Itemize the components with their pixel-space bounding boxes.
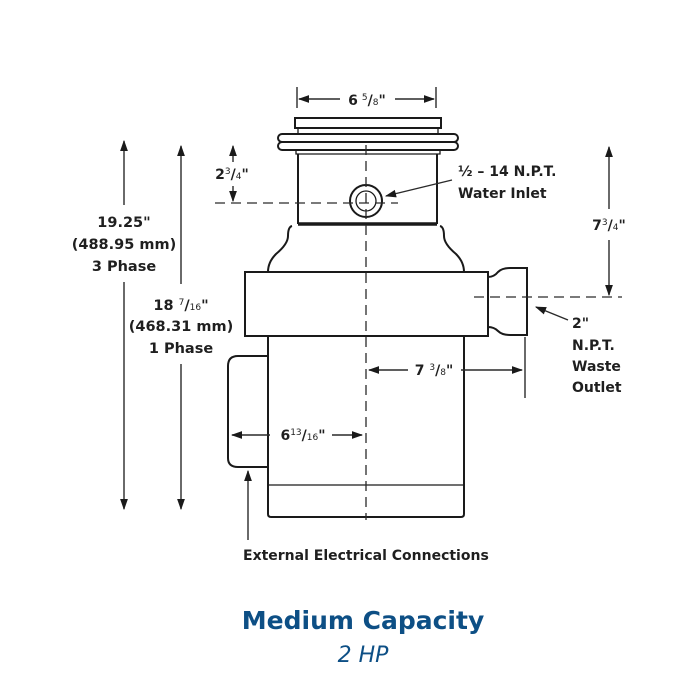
water-inlet-callout: ½ – 14 N.P.T. Water Inlet [384,164,556,202]
dim-1phase-mm: (468.31 mm) [129,319,233,335]
electrical-box [227,355,268,468]
dim-outlet-height: 73/4" [592,145,626,297]
dim-1phase-label: 1 Phase [149,341,214,357]
dim-overall-3phase: 19.25" (488.95 mm) 3 Phase [72,139,176,511]
waste-outlet-label-1: 2" [572,316,589,332]
electrical-label: External Electrical Connections [243,548,489,564]
water-inlet-label-2: Water Inlet [458,186,547,202]
dim-inlet-height: 23/4" [215,144,249,203]
waste-outlet-label-2: N.P.T. [572,338,615,354]
dim-1phase-value: 18 7/16" [153,298,208,314]
dim-electrical-reach-label: 613/16" [280,428,325,444]
dim-overall-1phase: 18 7/16" (468.31 mm) 1 Phase [129,144,233,511]
dim-3phase-value: 19.25" [97,215,150,231]
waste-outlet-callout: 2" N.P.T. Waste Outlet [534,306,622,396]
electrical-callout: External Electrical Connections [243,469,489,564]
mounting-ring-upper [277,133,459,143]
waste-outlet-fitting [487,267,528,336]
dim-electrical-reach: 613/16" [230,428,364,444]
dim-outlet-height-label: 73/4" [592,218,626,234]
upper-chamber [297,154,438,224]
product-horsepower: 2 HP [338,643,390,668]
waste-outlet-label-3: Waste [572,359,621,375]
dim-3phase-label: 3 Phase [92,259,157,275]
water-inlet-label-1: ½ – 14 N.P.T. [458,164,556,180]
ring-base [295,149,441,155]
dim-inlet-height-label: 23/4" [215,167,249,183]
sink-flange [294,117,442,129]
product-title: Medium Capacity [242,606,484,635]
mounting-ring-lower [277,141,459,151]
disposer-outline [227,117,528,518]
motor-shoulder [267,225,465,273]
dim-outlet-reach-label: 7 3/8" [415,363,454,379]
dim-outlet-reach: 7 3/8" [367,337,526,398]
dim-3phase-mm: (488.95 mm) [72,237,176,253]
waste-outlet-label-4: Outlet [572,380,622,396]
outlet-band [244,271,489,337]
